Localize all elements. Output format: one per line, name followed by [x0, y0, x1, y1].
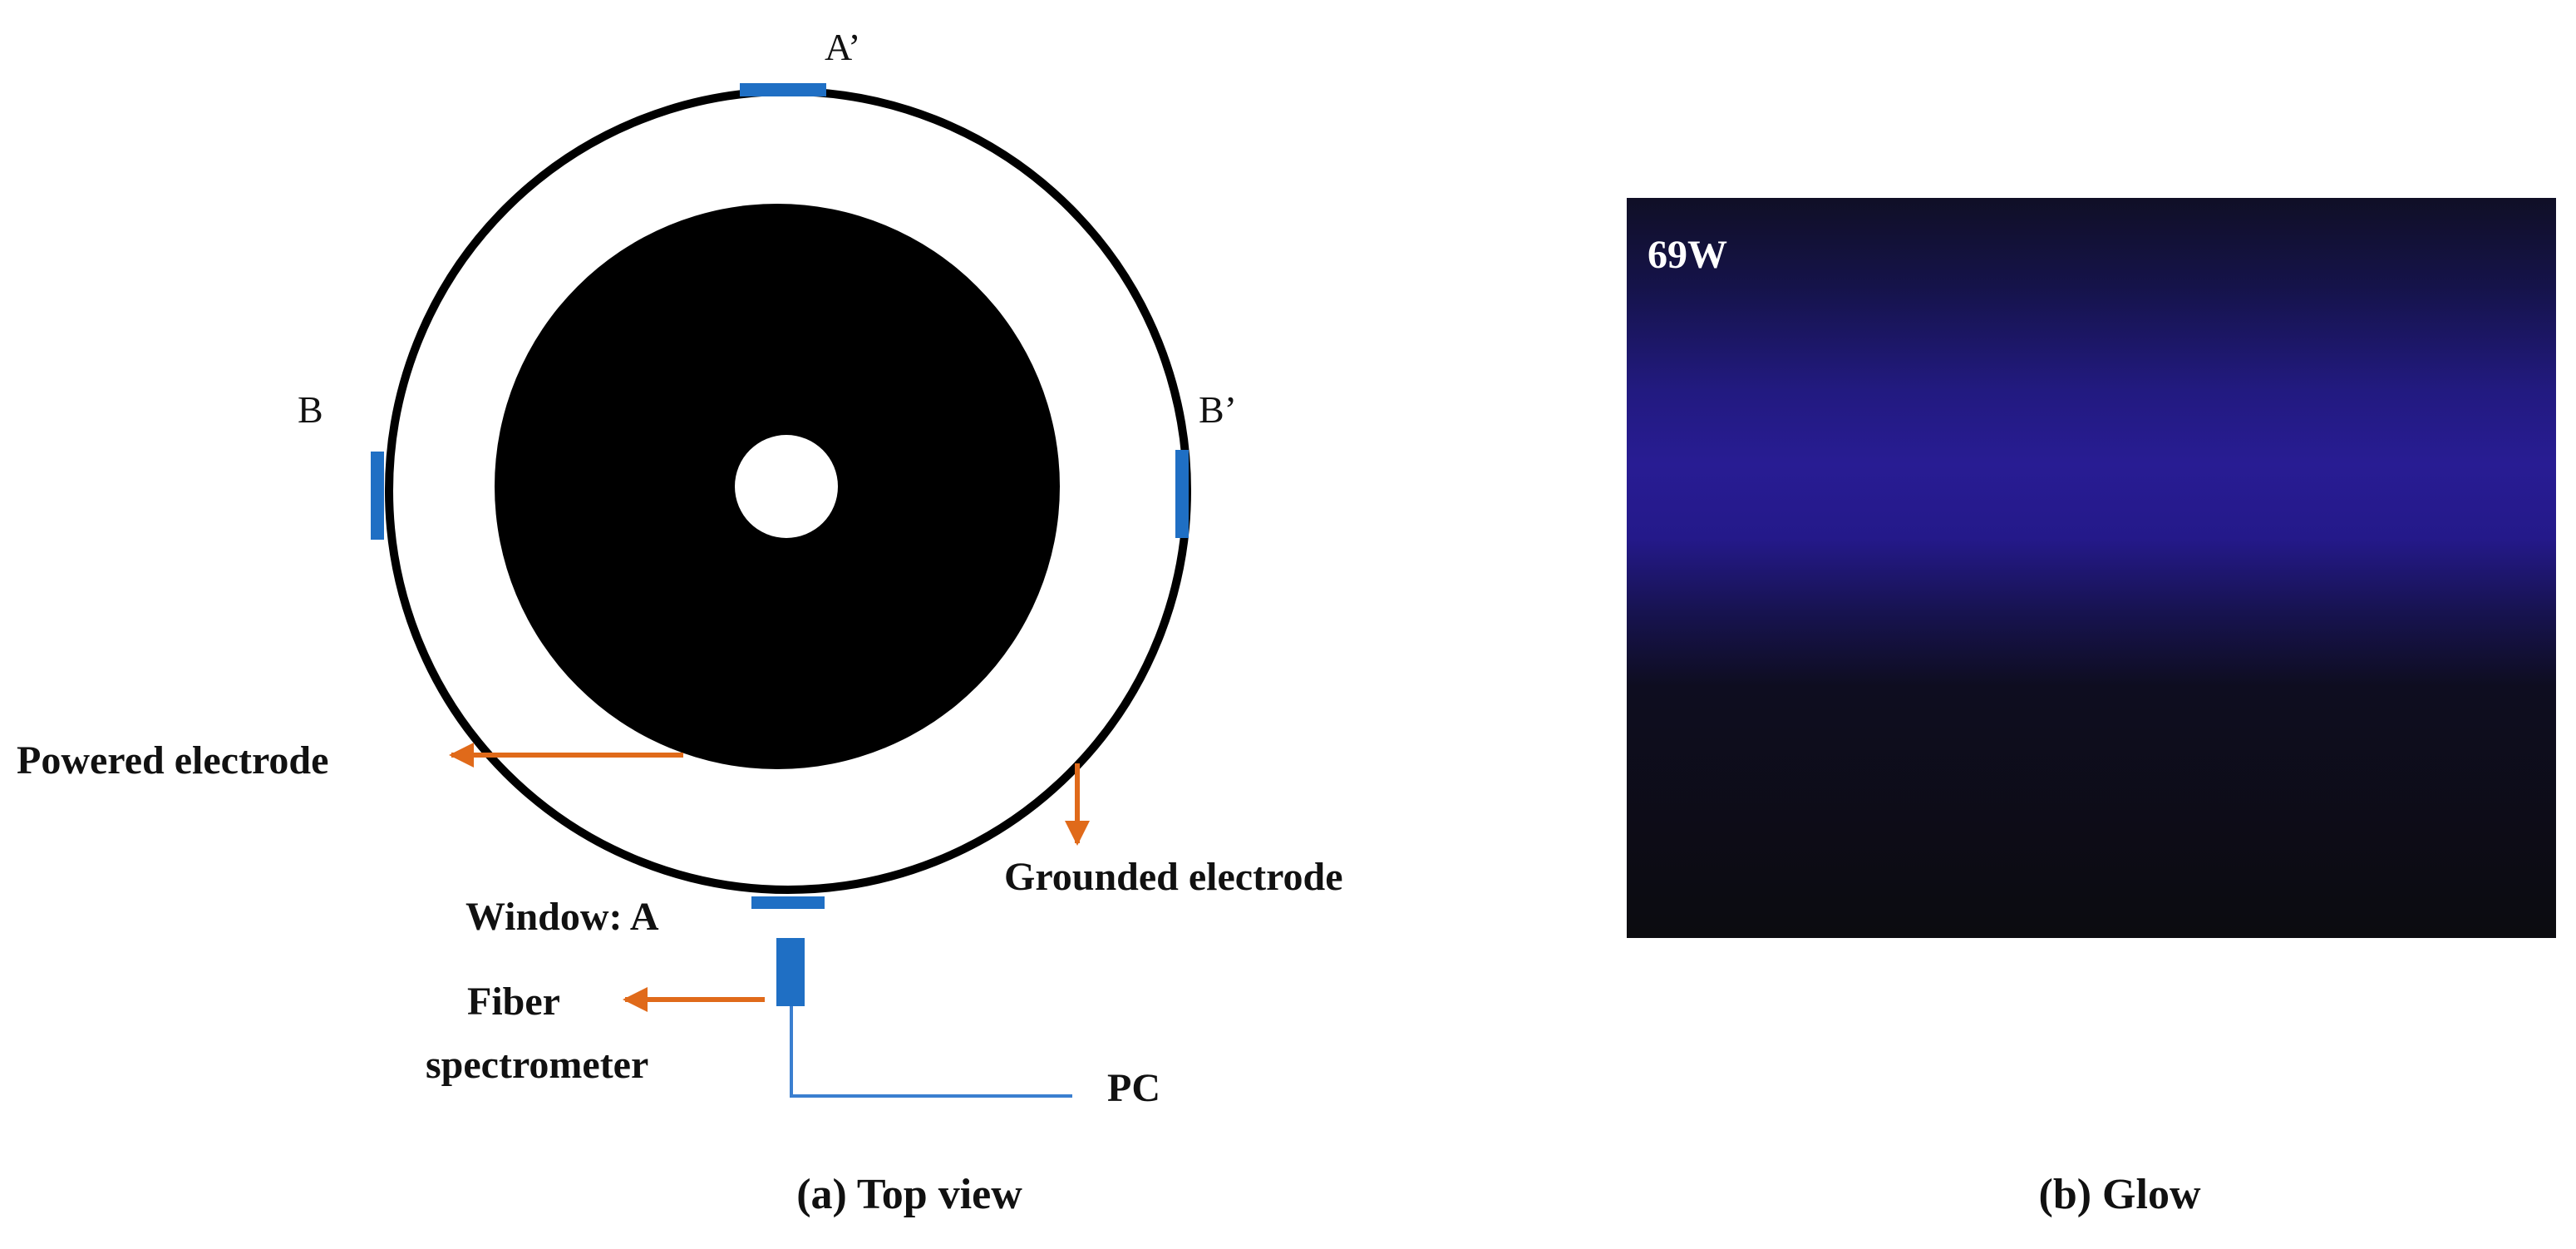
caption-glow: (b) Glow	[2039, 1171, 2201, 1218]
window-b	[371, 452, 384, 540]
label-powered-electrode: Powered electrode	[17, 738, 328, 782]
fiber-probe	[776, 938, 805, 1006]
label-b: B	[298, 388, 323, 431]
caption-top-view: (a) Top view	[796, 1171, 1022, 1218]
glow-power-label: 69W	[1648, 233, 1727, 277]
glow-image	[1627, 198, 2556, 938]
window-a	[751, 896, 825, 909]
glow-panel: 69W (b) Glow	[1627, 198, 2556, 1218]
label-fiber: Fiber	[467, 980, 560, 1024]
label-grounded-electrode: Grounded electrode	[1004, 855, 1343, 899]
label-window-a: Window: A	[465, 895, 659, 939]
label-a-prime: A’	[825, 26, 860, 68]
fiber-cable	[790, 1006, 1072, 1098]
window-a-prime	[740, 83, 826, 96]
center-hole	[735, 435, 838, 538]
top-view-panel: A’ B B’ Powered electrode Grounded elect…	[17, 26, 1343, 1218]
label-pc: PC	[1107, 1066, 1160, 1110]
window-b-prime	[1175, 450, 1189, 538]
label-b-prime: B’	[1199, 388, 1237, 431]
label-spectrometer: spectrometer	[426, 1043, 648, 1087]
